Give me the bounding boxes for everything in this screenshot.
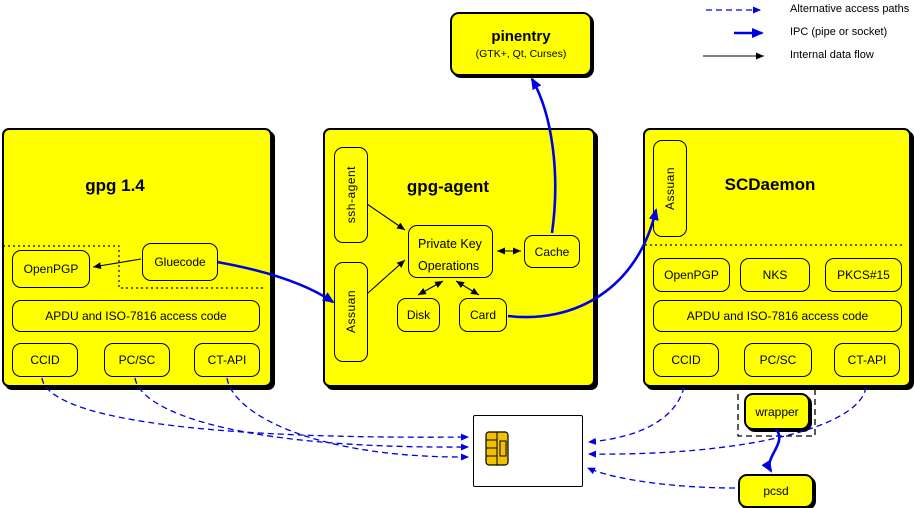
pcsd-box: pcsd xyxy=(738,474,814,508)
smartcard-chip-icon xyxy=(485,431,509,466)
legend-internal-label: Internal data flow xyxy=(790,49,874,61)
scdaemon-nks-box: NKS xyxy=(740,258,810,292)
ipc-gluecode-to-agent-assuan xyxy=(216,260,335,304)
scdaemon-ccid-label: CCID xyxy=(671,353,701,367)
arrow-sshagent-to-privatekey xyxy=(366,203,406,231)
arrow-assuan-to-privatekey xyxy=(367,259,406,294)
scdaemon-ctapi-box: CT-API xyxy=(834,343,900,377)
pinentry-subtitle: (GTK+, Qt, Curses) xyxy=(475,48,567,60)
arrow-privatekey-card xyxy=(455,280,480,296)
gpg14-openpgp-box: OpenPGP xyxy=(12,250,90,288)
gpg14-ccid-box: CCID xyxy=(12,343,78,377)
altpath-pcsd-to-smartcard xyxy=(587,467,736,489)
disk-box: Disk xyxy=(397,298,440,332)
gpg-agent-ssh-agent-box: ssh-agent xyxy=(334,147,368,243)
gpg14-apdu-box: APDU and ISO-7816 access code xyxy=(12,300,260,332)
arrow-privatekey-disk xyxy=(417,280,444,296)
scdaemon-assuan-box: Assuan xyxy=(653,140,687,237)
gpg14-ctapi-box: CT-API xyxy=(194,343,260,377)
gpg14-dotted-divider xyxy=(3,245,266,289)
wrapper-dashed-outline xyxy=(737,385,816,437)
gpg14-apdu-label: APDU and ISO-7816 access code xyxy=(45,309,227,323)
ipc-wrapper-to-pcsd xyxy=(761,428,781,473)
private-key-label-line1: Private Key xyxy=(418,237,482,251)
cache-box: Cache xyxy=(524,235,580,268)
ipc-cache-to-pinentry xyxy=(530,77,557,234)
scdaemon-pkcs15-box: PKCS#15 xyxy=(825,258,902,292)
gpg14-gluecode-label: Gluecode xyxy=(154,255,206,269)
pinentry-box: pinentry (GTK+, Qt, Curses) xyxy=(450,12,592,76)
ipc-card-to-scdaemon-assuan xyxy=(507,208,659,319)
altpath-gpg14-pcsc-to-smartcard xyxy=(134,377,469,451)
gpg-agent-title: gpg-agent xyxy=(406,177,490,196)
gpg-agent-assuan-box: Assuan xyxy=(334,262,368,362)
legend-ipc-label: IPC (pipe or socket) xyxy=(790,26,888,38)
arrow-gluecode-to-openpgp xyxy=(92,258,142,270)
cache-label: Cache xyxy=(534,244,570,259)
wrapper-label: wrapper xyxy=(755,404,799,419)
gpg14-title: gpg 1.4 xyxy=(85,176,145,195)
scdaemon-title: SCDaemon xyxy=(724,175,816,194)
scdaemon-openpgp-box: OpenPGP xyxy=(653,258,730,292)
private-key-operations-box: Private Key Operations xyxy=(408,225,493,278)
altpath-gpg14-ccid-to-smartcard xyxy=(41,377,469,441)
scdaemon-pcsc-label: PC/SC xyxy=(759,353,797,367)
altpath-scdaemon-ctapi-to-smartcard xyxy=(588,386,867,458)
pinentry-title: pinentry xyxy=(491,28,551,45)
scdaemon-ctapi-label: CT-API xyxy=(847,353,887,367)
altpath-gpg14-ctapi-to-smartcard xyxy=(226,377,469,461)
scdaemon-openpgp-label: OpenPGP xyxy=(664,268,719,282)
scdaemon-nks-label: NKS xyxy=(762,268,788,282)
scdaemon-pcsc-box: PC/SC xyxy=(744,343,812,377)
gpg14-openpgp-label: OpenPGP xyxy=(23,262,79,276)
altpath-scdaemon-ccid-to-smartcard xyxy=(588,386,685,445)
legend-alt-paths-label: Alternative access paths xyxy=(790,3,910,15)
gpg14-ctapi-label: CT-API xyxy=(207,353,247,367)
gpg14-pcsc-label: PC/SC xyxy=(118,353,156,367)
card-box: Card xyxy=(459,298,507,332)
gpg14-pcsc-box: PC/SC xyxy=(104,343,170,377)
scdaemon-ccid-box: CCID xyxy=(653,343,719,377)
scdaemon-pkcs15-label: PKCS#15 xyxy=(837,268,890,282)
disk-label: Disk xyxy=(406,308,431,322)
scdaemon-apdu-box: APDU and ISO-7816 access code xyxy=(653,300,902,332)
pcsd-label: pcsd xyxy=(763,484,789,498)
gpg14-ccid-label: CCID xyxy=(30,353,60,367)
card-label: Card xyxy=(469,308,496,322)
private-key-label-line2: Operations xyxy=(418,259,480,273)
scdaemon-apdu-label: APDU and ISO-7816 access code xyxy=(686,309,869,323)
gpg14-gluecode-box: Gluecode xyxy=(142,243,218,281)
